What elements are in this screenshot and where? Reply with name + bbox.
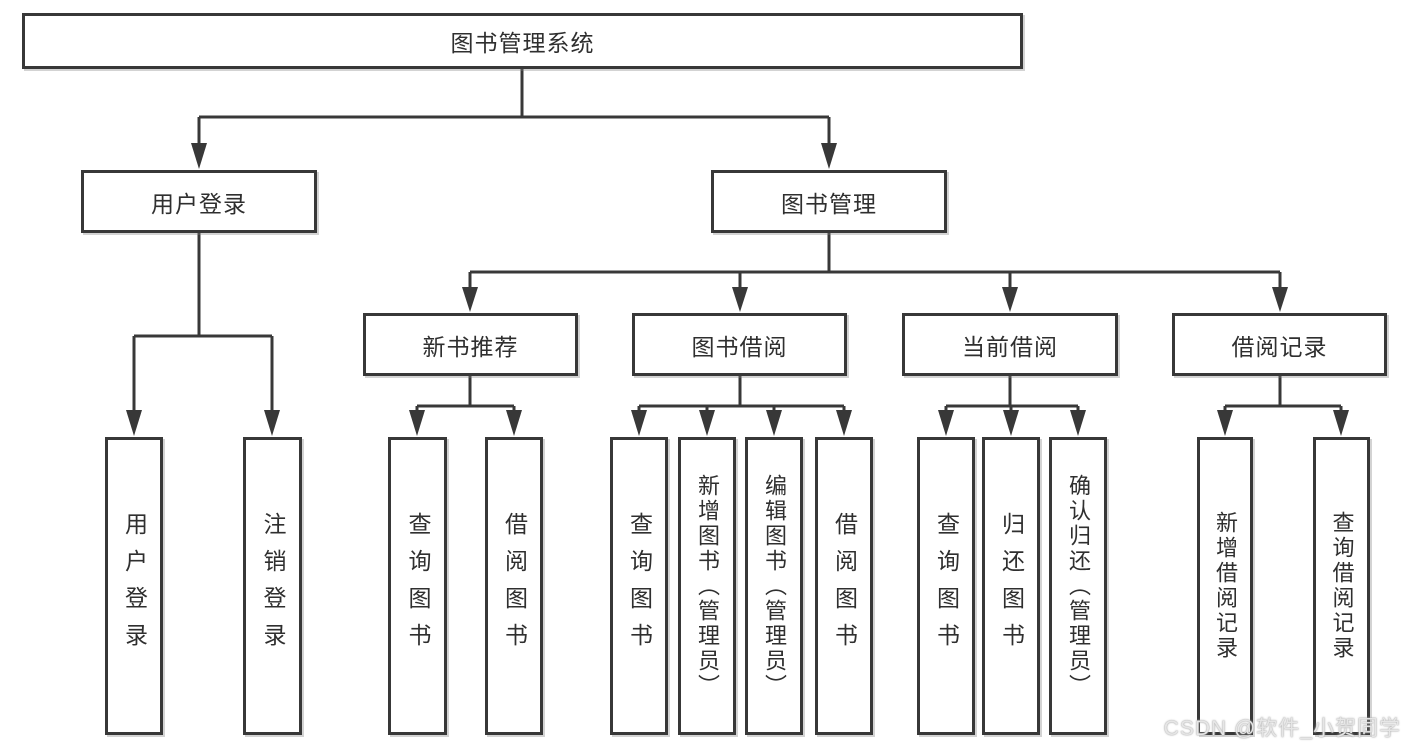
leaf-query-books-current: 查询图书 — [917, 437, 975, 735]
leaf-edit-books-admin-label: 编辑图书（管理员） — [762, 473, 787, 699]
node-borrowing-records: 借阅记录 — [1172, 313, 1387, 376]
leaf-query-books-borrowing-label: 查询图书 — [626, 512, 653, 660]
node-library-system-label: 图书管理系统 — [450, 30, 595, 56]
leaf-confirm-return-admin-label: 确认归还（管理员） — [1066, 473, 1091, 699]
leaf-query-books-recommend-label: 查询图书 — [405, 512, 431, 660]
leaf-return-books-label: 归还图书 — [998, 512, 1025, 660]
leaf-add-borrow-record: 新增借阅记录 — [1197, 437, 1253, 735]
leaf-query-borrow-record: 查询借阅记录 — [1313, 437, 1370, 735]
leaf-user-login: 用户登录 — [105, 437, 163, 735]
node-book-borrowing-label: 图书借阅 — [691, 333, 788, 360]
leaf-borrow-books-recommend-label: 借阅图书 — [501, 512, 528, 660]
leaf-borrow-books-borrowing-label: 借阅图书 — [831, 512, 858, 660]
leaf-add-books-admin: 新增图书（管理员） — [678, 437, 736, 735]
leaf-query-books-current-label: 查询图书 — [933, 512, 960, 660]
leaf-borrow-books-borrowing: 借阅图书 — [815, 437, 873, 735]
node-book-borrowing: 图书借阅 — [632, 313, 847, 376]
node-user-login: 用户登录 — [81, 170, 317, 233]
leaf-query-books-recommend: 查询图书 — [388, 437, 447, 735]
leaf-query-books-borrowing: 查询图书 — [610, 437, 668, 735]
leaf-edit-books-admin: 编辑图书（管理员） — [745, 437, 803, 735]
leaf-return-books: 归还图书 — [982, 437, 1040, 735]
csdn-watermark: CSDN @软件_小贺同学 — [1163, 717, 1401, 740]
leaf-confirm-return-admin: 确认归还（管理员） — [1049, 437, 1107, 735]
node-borrowing-records-label: 借阅记录 — [1231, 333, 1328, 360]
leaf-add-borrow-record-label: 新增借阅记录 — [1213, 511, 1238, 661]
leaf-logout: 注销登录 — [243, 437, 302, 735]
node-book-management-label: 图书管理 — [781, 190, 877, 217]
node-user-login-label: 用户登录 — [151, 190, 247, 217]
leaf-query-borrow-record-label: 查询借阅记录 — [1329, 511, 1355, 661]
leaf-user-login-label: 用户登录 — [121, 512, 148, 660]
node-new-book-recommend-label: 新书推荐 — [422, 333, 519, 360]
node-new-book-recommend: 新书推荐 — [363, 313, 578, 376]
leaf-borrow-books-recommend: 借阅图书 — [485, 437, 543, 735]
leaf-logout-label: 注销登录 — [260, 512, 286, 660]
leaf-add-books-admin-label: 新增图书（管理员） — [695, 473, 720, 699]
node-book-management: 图书管理 — [711, 170, 947, 233]
node-library-system: 图书管理系统 — [22, 13, 1023, 69]
node-current-borrowing: 当前借阅 — [902, 313, 1118, 376]
node-current-borrowing-label: 当前借阅 — [962, 333, 1058, 360]
